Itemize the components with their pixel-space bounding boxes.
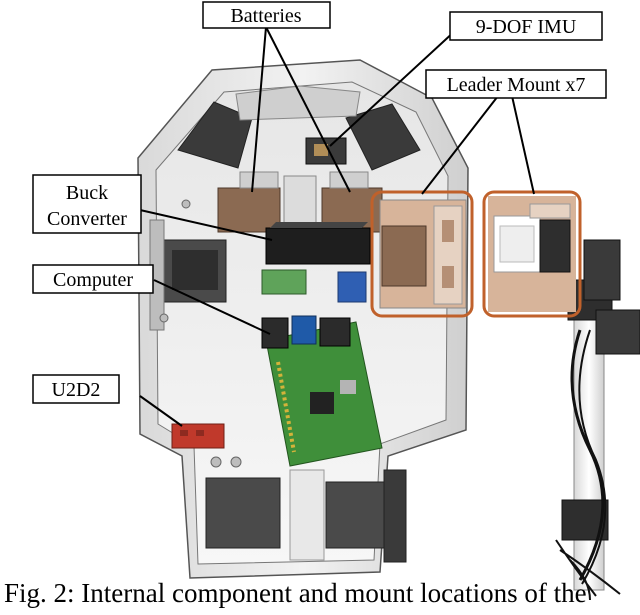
label-u2d2-text: U2D2 [52, 379, 101, 401]
highlight-leader-mount-arm [482, 190, 582, 318]
label-leader-mount: Leader Mount x7 [425, 69, 607, 99]
leader-arm [555, 239, 640, 601]
label-leader-mount-text: Leader Mount x7 [447, 74, 586, 96]
label-computer: Computer [32, 264, 154, 294]
leader-mount-body [379, 199, 467, 309]
blue-board [337, 271, 367, 303]
battery-holder [283, 175, 317, 227]
label-imu: 9-DOF IMU [449, 11, 603, 41]
label-batteries-text: Batteries [230, 5, 301, 27]
leader-mount-arm [488, 196, 576, 312]
label-batteries: Batteries [202, 1, 331, 29]
label-computer-text: Computer [53, 269, 133, 291]
label-imu-text: 9-DOF IMU [476, 16, 577, 38]
label-buck-line1: Buck [66, 182, 108, 204]
callout-lines [139, 26, 535, 427]
battery-left [217, 171, 281, 233]
label-buck-line2: Converter [47, 208, 127, 230]
label-buck-converter: Buck Converter [32, 174, 142, 234]
label-u2d2: U2D2 [32, 374, 120, 404]
imu-board [305, 137, 347, 165]
highlight-leader-mount-body [370, 190, 474, 318]
figure-caption: Fig. 2: Internal component and mount loc… [4, 578, 587, 608]
u2d2-device [171, 423, 225, 449]
buck-converter [265, 222, 371, 265]
computer-board [261, 315, 383, 467]
green-connector-board [261, 269, 307, 295]
